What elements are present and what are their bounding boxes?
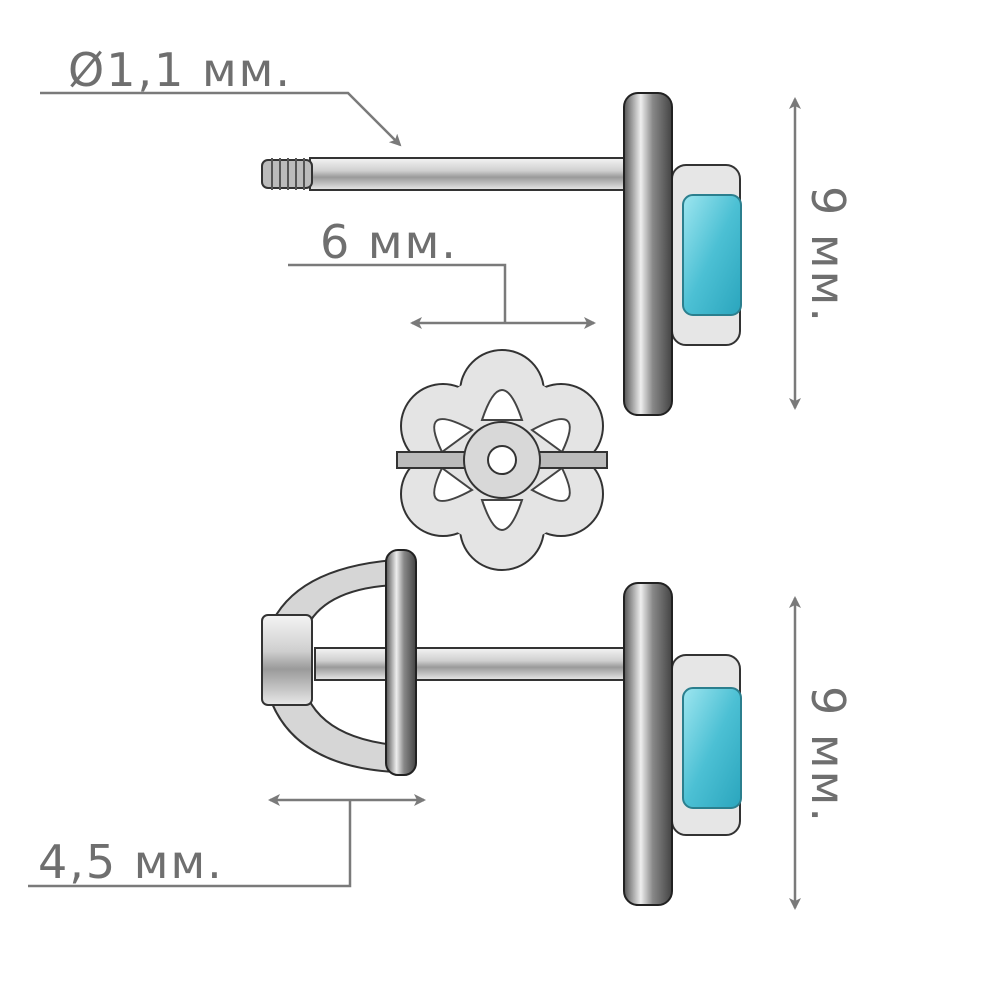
- top-earring: [261, 92, 742, 416]
- pin-length-label: 6 мм.: [320, 215, 458, 269]
- back-width-callout: 4,5 мм.: [28, 794, 426, 889]
- pin-length-callout: 6 мм.: [288, 215, 596, 329]
- bottom-pin: [314, 647, 629, 681]
- top-pin-thread: [261, 158, 313, 190]
- top-plate: [623, 92, 673, 416]
- back-width-label: 4,5 мм.: [38, 835, 224, 889]
- bottom-height-callout: 9 мм.: [789, 596, 855, 910]
- bottom-earring: [260, 549, 742, 906]
- flower-earring-back: [396, 349, 608, 571]
- bottom-stone: [682, 687, 742, 809]
- back-width-leader: [28, 800, 352, 888]
- bottom-height-label: 9 мм.: [801, 686, 855, 824]
- pin-length-leader: [288, 263, 507, 323]
- top-height-callout: 9 мм.: [789, 97, 855, 410]
- top-stone: [682, 194, 742, 316]
- screw-back-plate: [385, 549, 417, 776]
- pin-diameter-callout: Ø1,1 мм.: [40, 43, 402, 147]
- bottom-plate: [623, 582, 673, 906]
- top-height-label: 9 мм.: [801, 186, 855, 324]
- top-pin: [309, 157, 629, 191]
- pin-diameter-leader: [40, 91, 402, 147]
- pin-diameter-label: Ø1,1 мм.: [68, 43, 292, 97]
- screw-back-barrel: [261, 614, 313, 706]
